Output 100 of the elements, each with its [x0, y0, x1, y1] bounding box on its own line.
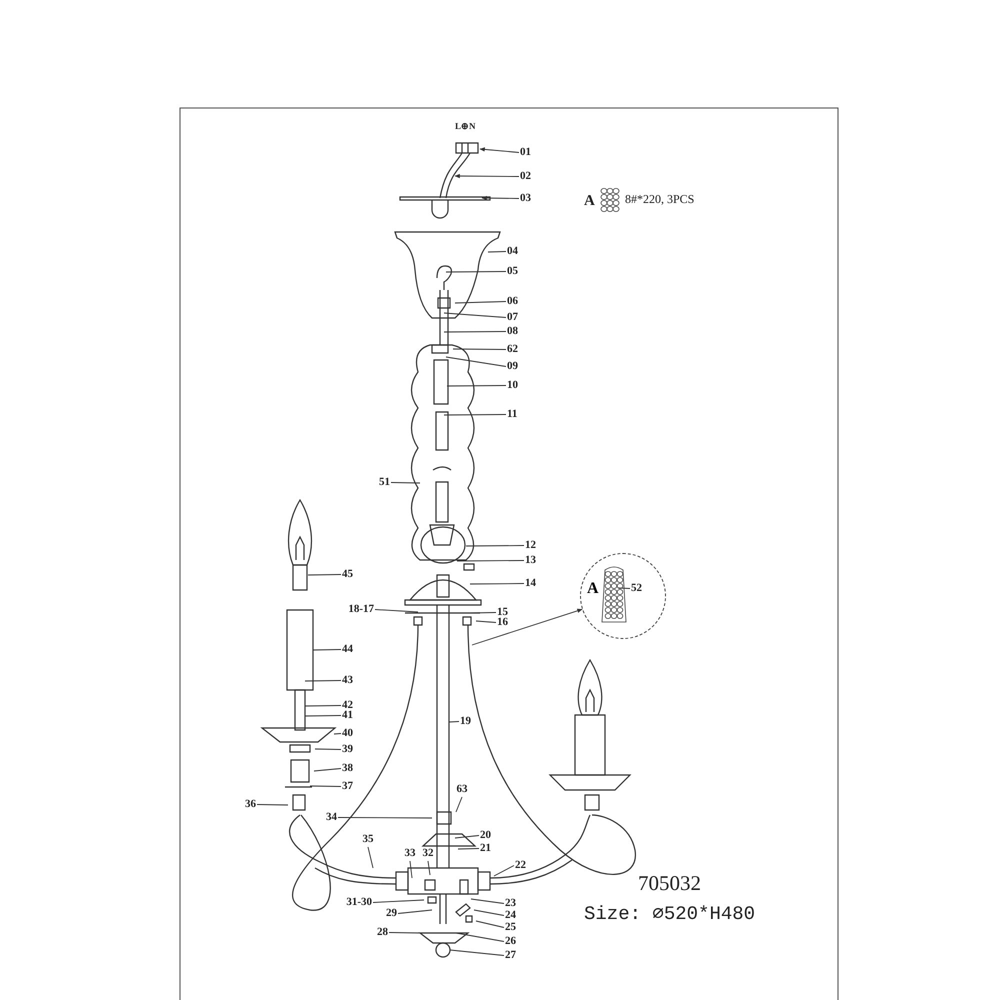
callout-number: 31-30 — [346, 896, 372, 909]
leader-line — [446, 271, 506, 272]
callout-number: 13 — [525, 554, 536, 567]
callout-number: 20 — [480, 829, 491, 842]
callout-number: 28 — [377, 926, 388, 939]
leader-line — [452, 348, 506, 350]
callout-number: 03 — [520, 192, 531, 205]
callout-number: 38 — [342, 762, 353, 775]
callout-number: 19 — [460, 715, 471, 728]
leader-line — [446, 356, 506, 367]
leader-line — [470, 612, 496, 614]
leader-line — [410, 860, 412, 878]
leader-line — [256, 804, 288, 806]
leader-line — [314, 768, 342, 772]
leader-line — [476, 920, 504, 928]
callout-number: 05 — [507, 265, 518, 278]
leader-line — [310, 786, 342, 787]
leader-line — [308, 574, 342, 576]
callout-number: 39 — [342, 743, 353, 756]
callout-number: 36 — [245, 798, 256, 811]
leader-line — [474, 910, 504, 916]
callout-number: 43 — [342, 674, 353, 687]
detail-arrow — [472, 608, 583, 646]
callout-number: 41 — [342, 709, 353, 722]
leader-line — [458, 848, 480, 850]
leader-line — [372, 900, 424, 903]
leader-line — [444, 312, 506, 318]
leader-line — [398, 910, 432, 914]
leader-line — [368, 846, 374, 868]
callout-number: 51 — [379, 476, 390, 489]
leader-line — [338, 817, 432, 818]
leader-line — [314, 748, 342, 750]
leader-line — [446, 385, 506, 386]
leader-line — [494, 865, 514, 876]
leader-line — [304, 680, 342, 682]
detail-circle — [580, 553, 666, 639]
callout-number: 34 — [326, 811, 337, 824]
callout-number: 37 — [342, 780, 353, 793]
leader-line — [388, 932, 422, 934]
leader-line — [304, 705, 342, 706]
leader-line — [456, 932, 504, 942]
leader-line — [454, 174, 520, 178]
leader-line — [450, 950, 504, 956]
leader-line — [454, 835, 480, 838]
leader-line — [448, 721, 460, 722]
callout-number: 40 — [342, 727, 353, 740]
callout-number: 02 — [520, 170, 531, 183]
model-number: 705032 — [638, 873, 701, 894]
leader-line — [334, 733, 342, 734]
callout-number: 07 — [507, 311, 518, 324]
leader-line — [470, 583, 524, 584]
callout-number: 15 — [497, 606, 508, 619]
callout-number: 45 — [342, 568, 353, 581]
leader-line — [374, 609, 418, 612]
callout-number: 16 — [497, 616, 508, 629]
callout-number: 25 — [505, 921, 516, 934]
callout-number: 42 — [342, 699, 353, 712]
detail-letter: A — [584, 194, 595, 209]
callout-number: 27 — [505, 949, 516, 962]
callout-number: 21 — [480, 842, 491, 855]
leader-line — [470, 898, 504, 904]
callout-number: 32 — [422, 847, 434, 860]
callout-number: 24 — [505, 909, 516, 922]
leader-line — [304, 715, 342, 716]
leader-line — [428, 860, 430, 876]
callout-number: 23 — [505, 897, 516, 910]
leader-line — [476, 620, 496, 623]
callout-number: 26 — [505, 935, 516, 948]
callout-number: 35 — [362, 833, 374, 846]
callout-number: 10 — [507, 379, 518, 392]
callout-number: 18-17 — [348, 603, 374, 616]
leader-line — [444, 414, 506, 416]
leader-line — [454, 301, 506, 304]
callout-number: 01 — [520, 146, 531, 159]
callout-number: 22 — [515, 859, 526, 872]
leader-line — [618, 588, 630, 589]
terminal-label: L⊕N — [455, 122, 476, 131]
callout-number: 08 — [507, 325, 518, 338]
detail-letter: A — [587, 580, 599, 598]
size-note: Size: ⌀520*H480 — [584, 905, 756, 924]
callout-number: 63 — [456, 783, 468, 796]
callout-number: 29 — [386, 907, 397, 920]
leader-line — [312, 649, 342, 650]
callout-number: 62 — [507, 343, 518, 356]
leader-line — [488, 251, 506, 252]
callout-number: 14 — [525, 577, 536, 590]
leader-line — [456, 796, 462, 812]
callout-number: 04 — [507, 245, 518, 258]
leader-line — [479, 147, 520, 153]
leader-line — [444, 331, 506, 332]
leader-line — [466, 545, 524, 546]
leader-line — [481, 196, 520, 200]
crystal-spec-note: 8#*220, 3PCS — [625, 193, 694, 205]
callout-number: 06 — [507, 295, 518, 308]
callout-number: 12 — [525, 539, 536, 552]
callout-number: 52 — [631, 582, 642, 595]
callout-number: 44 — [342, 643, 353, 656]
callout-number: 33 — [404, 847, 416, 860]
leader-line — [456, 560, 524, 562]
callout-number: 09 — [507, 360, 518, 373]
